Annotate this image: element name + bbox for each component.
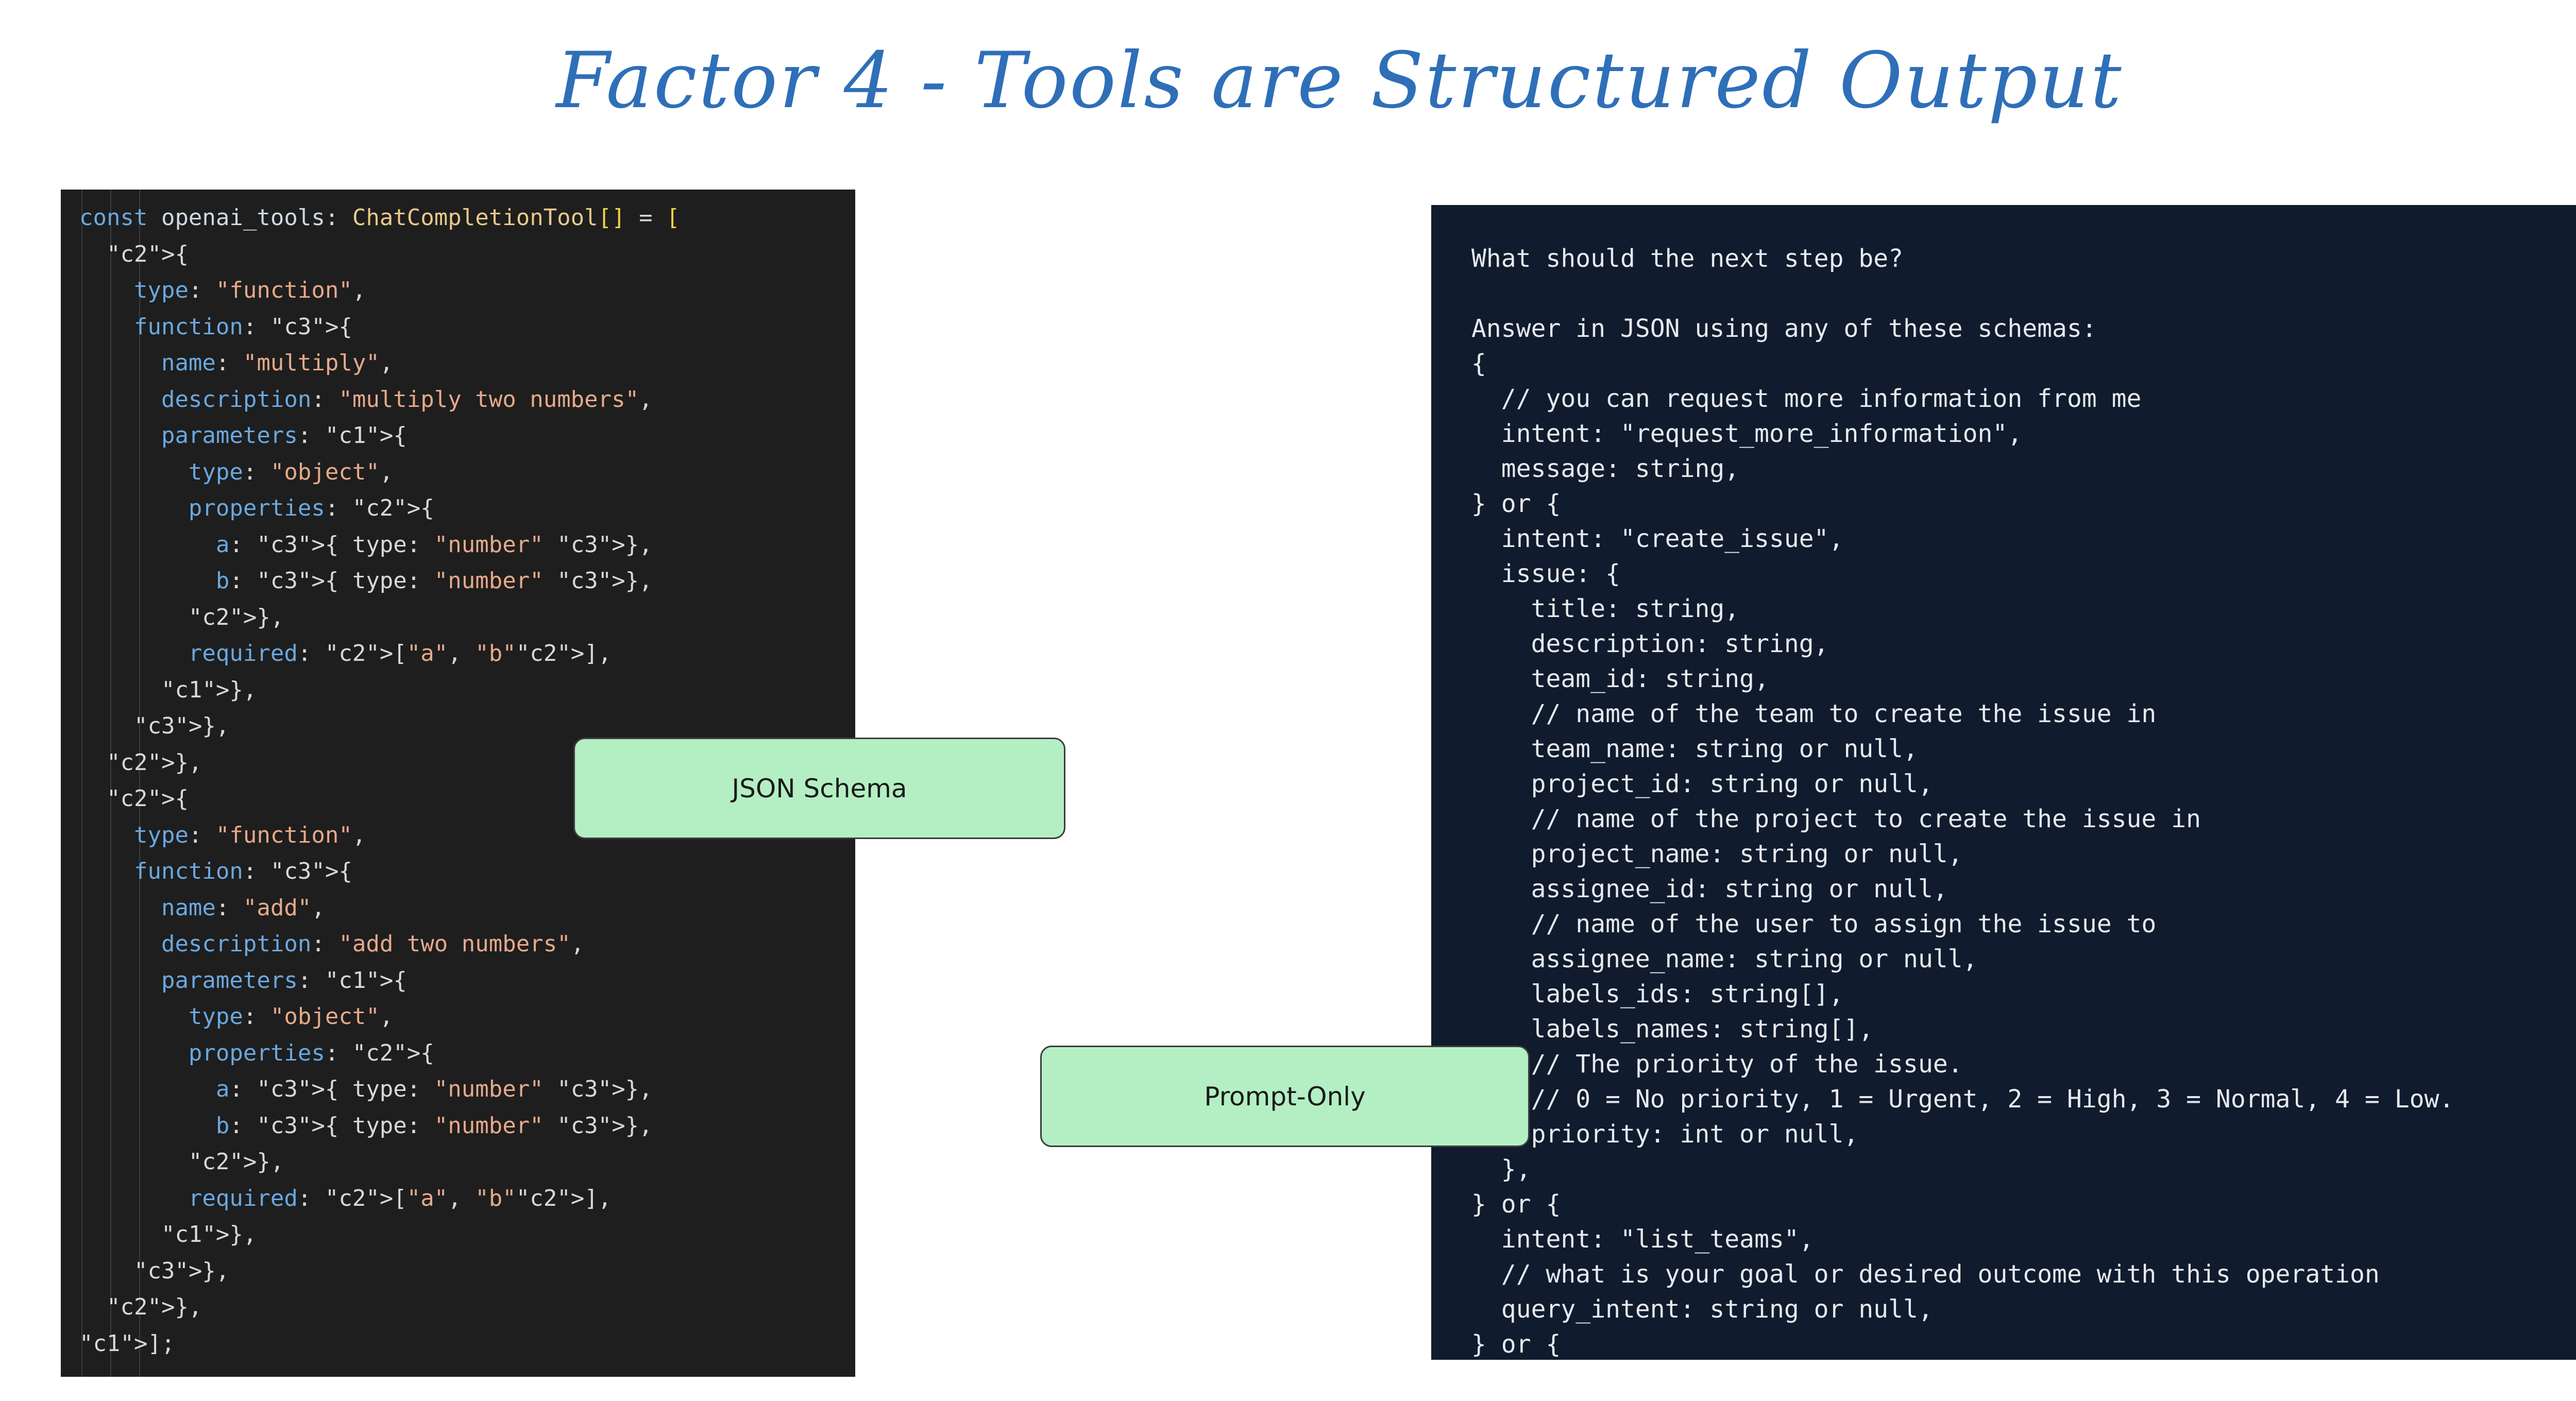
code-line: name: "multiply",: [161, 350, 394, 376]
prompt-line: {: [1471, 349, 1486, 378]
code-lines: const openai_tools: ChatCompletionTool[]…: [79, 200, 855, 1362]
code-line: "c2">{: [106, 241, 189, 267]
prompt-line: // what is your goal or desired outcome …: [1471, 1260, 2380, 1289]
code-line: type: "object",: [188, 458, 394, 485]
code-line: properties: "c2">{: [188, 495, 434, 521]
prompt-line: assignee_name: string or null,: [1471, 945, 1978, 973]
code-line: parameters: "c1">{: [161, 967, 407, 994]
code-line: type: "function",: [133, 822, 366, 848]
prompt-line: // The priority of the issue.: [1471, 1050, 1963, 1079]
indent-guide: [110, 190, 111, 1377]
prompt-line: // name of the team to create the issue …: [1471, 699, 2157, 728]
indent-guide: [139, 190, 140, 1377]
code-line: required: "c2">["a", "b""c2">],: [188, 640, 612, 667]
json-schema-label: JSON Schema: [573, 738, 1065, 839]
prompt-only-label-text: Prompt-Only: [1204, 1081, 1366, 1112]
prompt-line: } or {: [1471, 489, 1561, 518]
prompt-line: project_id: string or null,: [1471, 770, 1933, 798]
code-line: function: "c3">{: [133, 313, 352, 340]
json-schema-label-text: JSON Schema: [732, 773, 907, 804]
code-line: const openai_tools: ChatCompletionTool[]…: [79, 204, 680, 231]
code-line: description: "multiply two numbers",: [161, 386, 653, 413]
code-line: type: "object",: [188, 1003, 394, 1030]
prompt-line: What should the next step be?: [1471, 244, 1904, 273]
prompt-line: intent: "list_teams",: [1471, 1225, 1814, 1254]
code-line: "c1">];: [79, 1330, 175, 1357]
code-line: "c2">{: [106, 785, 189, 812]
code-line: "c3">},: [133, 1257, 230, 1284]
prompt-line: title: string,: [1471, 594, 1740, 623]
prompt-line: intent: "create_issue",: [1471, 524, 1844, 553]
code-line: b: "c3">{ type: "number" "c3">},: [215, 1112, 653, 1139]
prompt-line: // you can request more information from…: [1471, 384, 2142, 413]
prompt-line: issue: {: [1471, 559, 1620, 588]
prompt-lines: What should the next step be? Answer in J…: [1471, 241, 2576, 1360]
prompt-line: assignee_id: string or null,: [1471, 875, 1948, 903]
code-line: "c3">},: [133, 713, 230, 739]
prompt-line: query_intent: string or null,: [1471, 1295, 1933, 1324]
code-line: "c2">},: [188, 604, 284, 630]
prompt-line: project_name: string or null,: [1471, 840, 1963, 868]
code-line: "c2">},: [106, 1294, 202, 1320]
code-line: required: "c2">["a", "b""c2">],: [188, 1185, 612, 1211]
code-line: "c2">},: [188, 1149, 284, 1175]
prompt-line: labels_names: string[],: [1471, 1015, 1874, 1044]
prompt-line: } or {: [1471, 1190, 1561, 1219]
prompt-only-label: Prompt-Only: [1040, 1046, 1530, 1147]
prompt-line: } or {: [1471, 1330, 1561, 1359]
prompt-line: // name of the project to create the iss…: [1471, 805, 2201, 833]
code-line: parameters: "c1">{: [161, 422, 407, 449]
prompt-line: description: string,: [1471, 629, 1829, 658]
prompt-line: team_name: string or null,: [1471, 734, 1918, 763]
code-line: type: "function",: [133, 277, 366, 303]
code-line: a: "c3">{ type: "number" "c3">},: [215, 531, 653, 558]
code-line: a: "c3">{ type: "number" "c3">},: [215, 1076, 653, 1102]
prompt-line: },: [1471, 1155, 1531, 1184]
diagram-title: Factor 4 - Tools are Structured Output: [556, 36, 2123, 126]
indent-guide: [81, 190, 82, 1377]
code-line: "c1">},: [161, 676, 257, 703]
prompt-line: Answer in JSON using any of these schema…: [1471, 314, 2097, 343]
code-line: description: "add two numbers",: [161, 931, 585, 957]
code-line: "c1">},: [161, 1221, 257, 1248]
prompt-line: priority: int or null,: [1471, 1120, 1859, 1149]
code-line: properties: "c2">{: [188, 1039, 434, 1066]
prompt-line: // name of the user to assign the issue …: [1471, 910, 2157, 938]
prompt-line: [1471, 276, 2576, 311]
code-line: "c2">},: [106, 749, 202, 776]
prompt-line: intent: "request_more_information",: [1471, 419, 2023, 448]
prompt-line: labels_ids: string[],: [1471, 980, 1844, 1009]
prompt-line: // 0 = No priority, 1 = Urgent, 2 = High…: [1471, 1085, 2454, 1114]
code-line: b: "c3">{ type: "number" "c3">},: [215, 568, 653, 594]
prompt-only-text-panel: What should the next step be? Answer in J…: [1431, 205, 2576, 1360]
prompt-line: team_id: string,: [1471, 664, 1769, 693]
code-line: name: "add",: [161, 894, 325, 921]
prompt-line: message: string,: [1471, 454, 1740, 483]
code-line: function: "c3">{: [133, 858, 352, 884]
